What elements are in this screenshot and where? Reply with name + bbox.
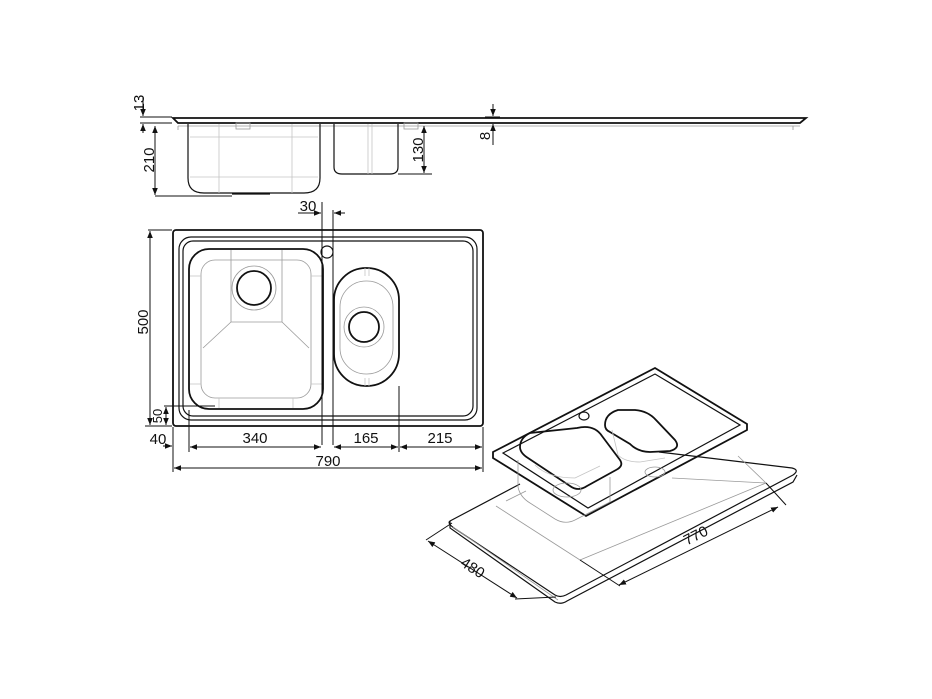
countertop (448, 451, 798, 604)
tap-hole (320, 245, 334, 259)
side-large-bowl (187, 124, 321, 194)
dim-cutout-depth: 480 (457, 554, 487, 582)
dim-cutout-width: 770 (681, 523, 711, 550)
dim-right-edge-offset: 8 (477, 132, 494, 140)
dim-overall-depth: 500 (135, 309, 152, 334)
top-small-bowl (333, 267, 400, 387)
dim-overall-width: 790 (315, 453, 340, 470)
dim-rim-thickness: 13 (131, 95, 148, 112)
isometric-view: 480 770 (425, 366, 798, 604)
top-large-bowl (188, 248, 324, 410)
dim-drainer-width: 215 (427, 430, 452, 447)
dim-small-bowl-width: 165 (353, 430, 378, 447)
side-small-bowl (333, 124, 399, 175)
dim-small-bowl-depth: 130 (410, 137, 427, 162)
side-rim (170, 117, 809, 124)
top-view: 30 500 50 40 340 165 215 790 (135, 198, 484, 472)
side-view: 13 210 130 8 (131, 95, 809, 197)
isometric-sink (492, 366, 748, 523)
dim-large-bowl-width: 340 (242, 430, 267, 447)
dim-tap-hole-offset: 30 (300, 198, 317, 215)
dim-left-margin: 40 (150, 431, 167, 448)
dim-bowl-front-margin: 50 (150, 409, 165, 423)
top-outer-frame (172, 229, 484, 427)
dim-large-bowl-depth: 210 (141, 147, 158, 172)
